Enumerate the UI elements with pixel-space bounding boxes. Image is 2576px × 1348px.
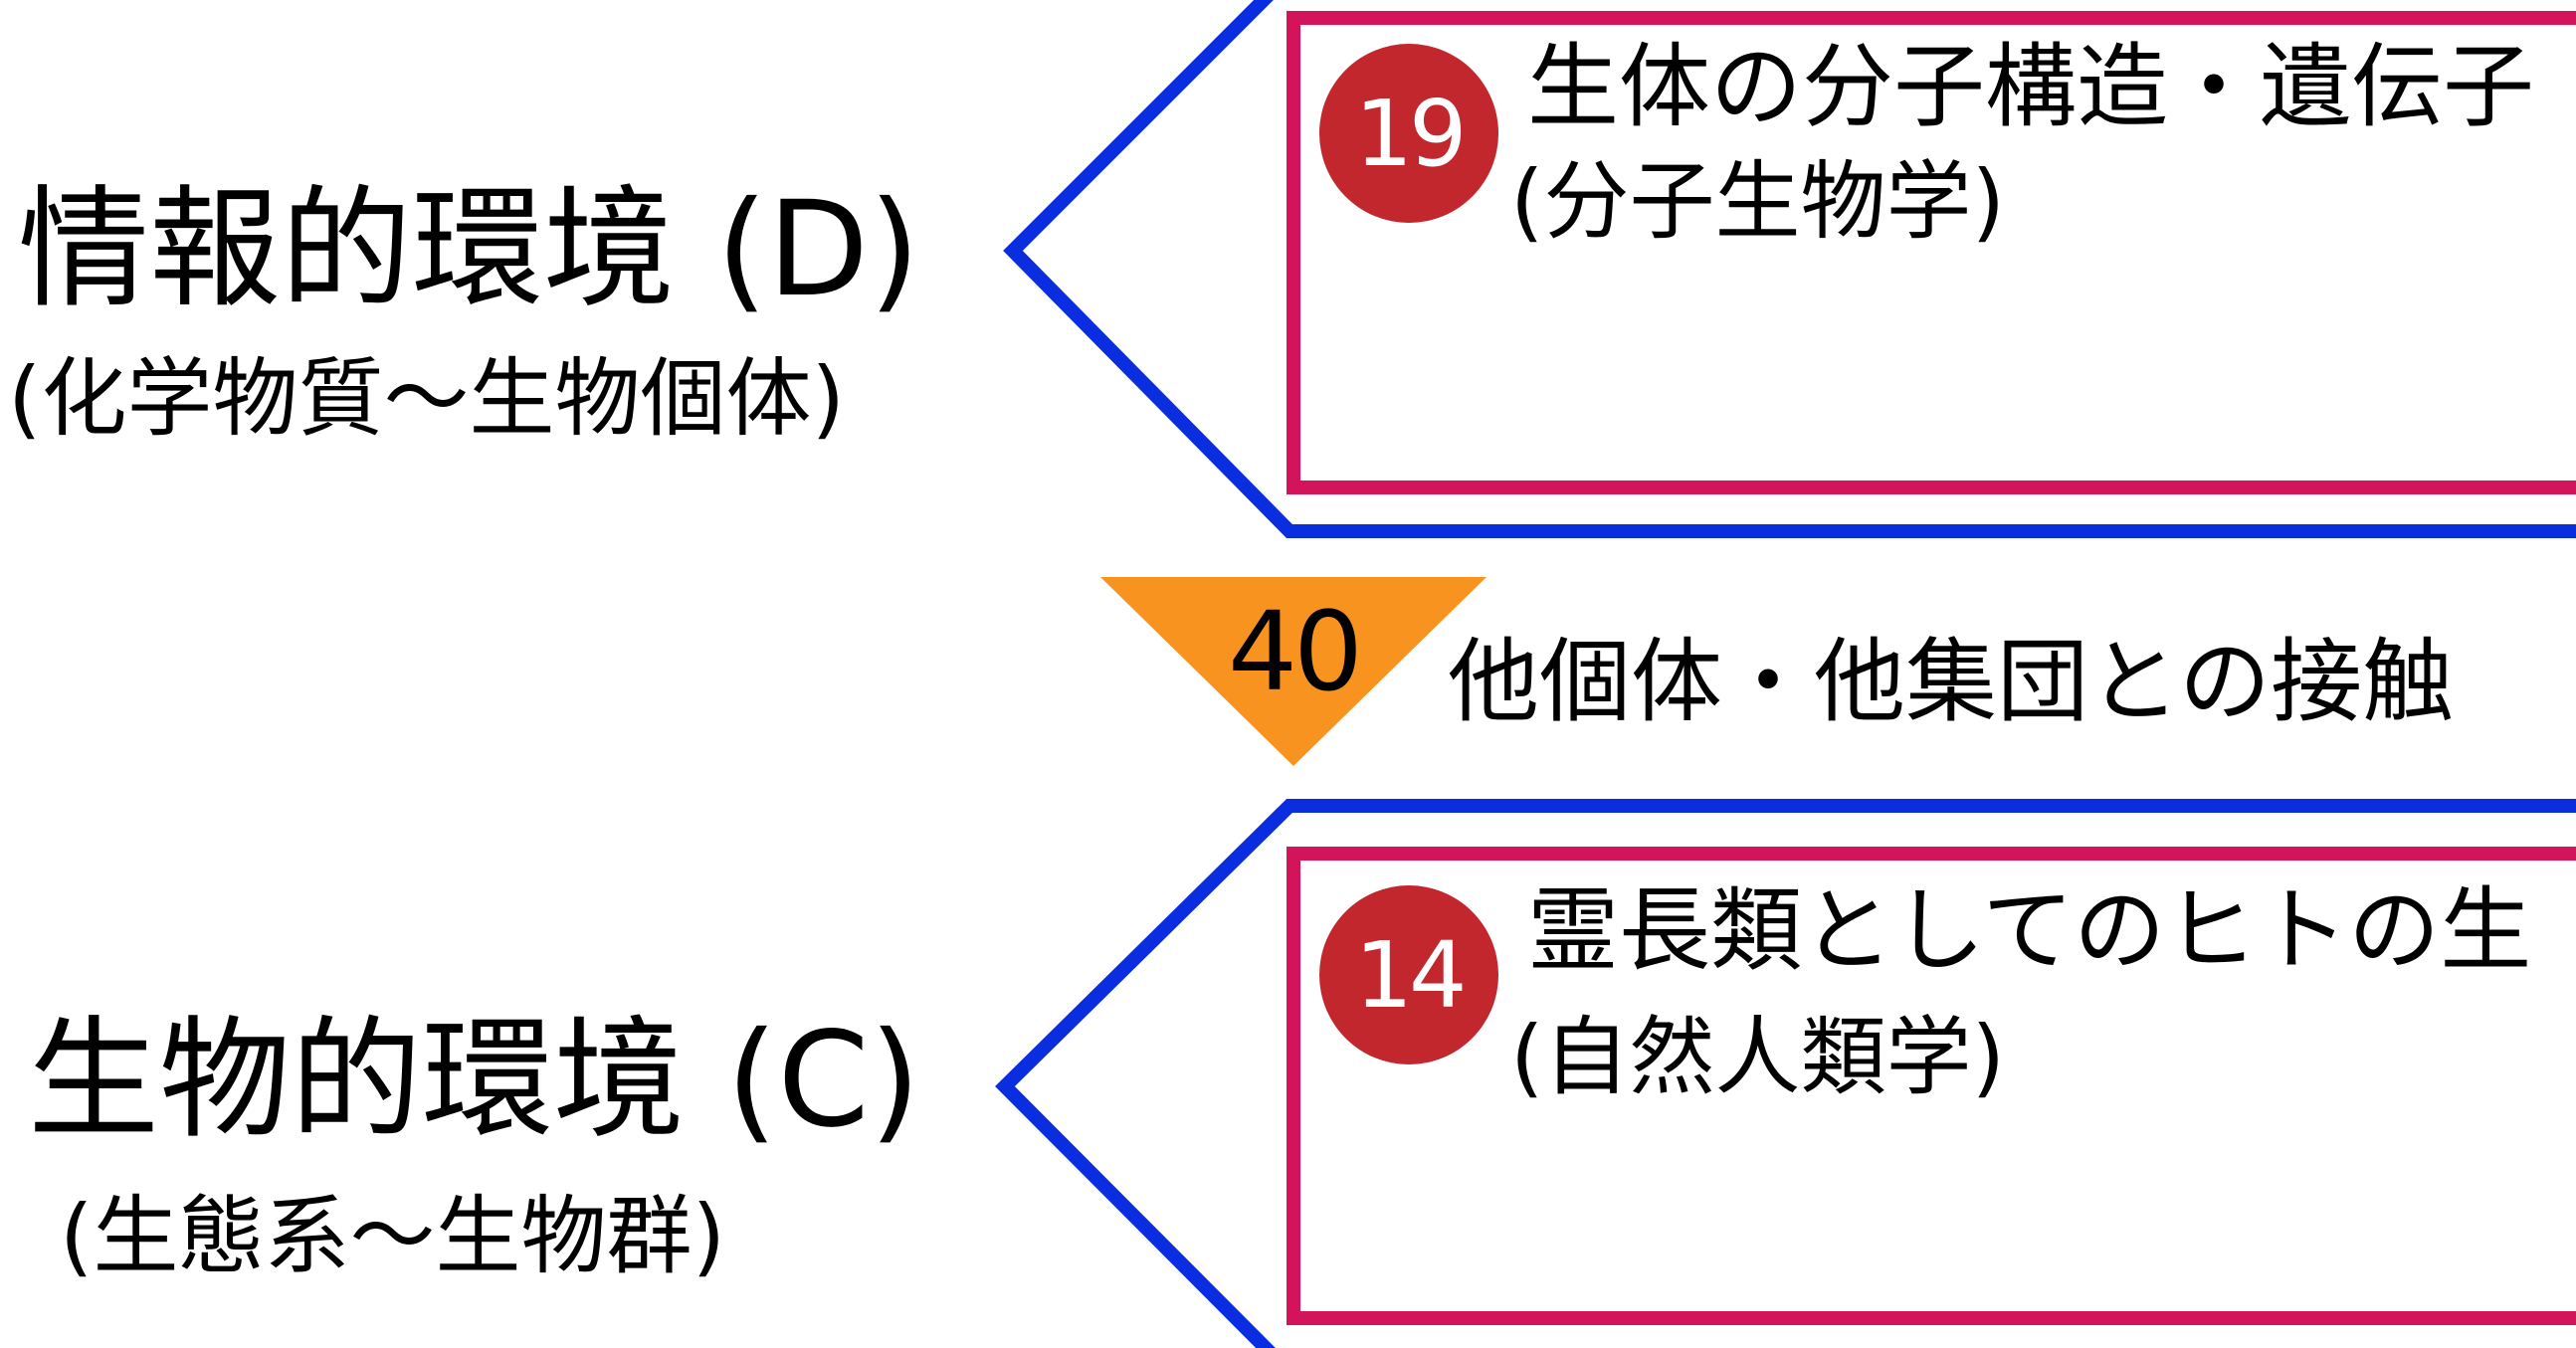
contact-triangle bbox=[1100, 577, 1486, 766]
env-c-title: 生物的環境 (C) bbox=[28, 1004, 921, 1157]
box-19-subtitle: (分子生物学) bbox=[1510, 152, 2006, 252]
box-19-title: 生体の分子構造・遺伝子 bbox=[1527, 34, 2535, 140]
badge-19: 19 bbox=[1319, 44, 1498, 223]
box-14-subtitle: (自然人類学) bbox=[1510, 1008, 2006, 1107]
contact-number: 40 bbox=[1228, 588, 1363, 715]
bracket-biological-env bbox=[995, 799, 2576, 1348]
env-d-title: 情報的環境 (D) bbox=[18, 173, 920, 326]
badge-14: 14 bbox=[1319, 885, 1498, 1064]
env-c-subtitle: (生態系〜生物群) bbox=[60, 1187, 726, 1286]
env-d-subtitle: (化学物質〜生物個体) bbox=[8, 349, 846, 449]
contact-label: 他個体・他集団との接触 bbox=[1448, 629, 2455, 735]
box-19-border bbox=[1287, 11, 2576, 494]
bracket-information-env bbox=[1003, 0, 2576, 538]
box-14-title: 霊長類としてのヒトの生 bbox=[1527, 877, 2532, 984]
box-14-border bbox=[1287, 847, 2576, 1325]
